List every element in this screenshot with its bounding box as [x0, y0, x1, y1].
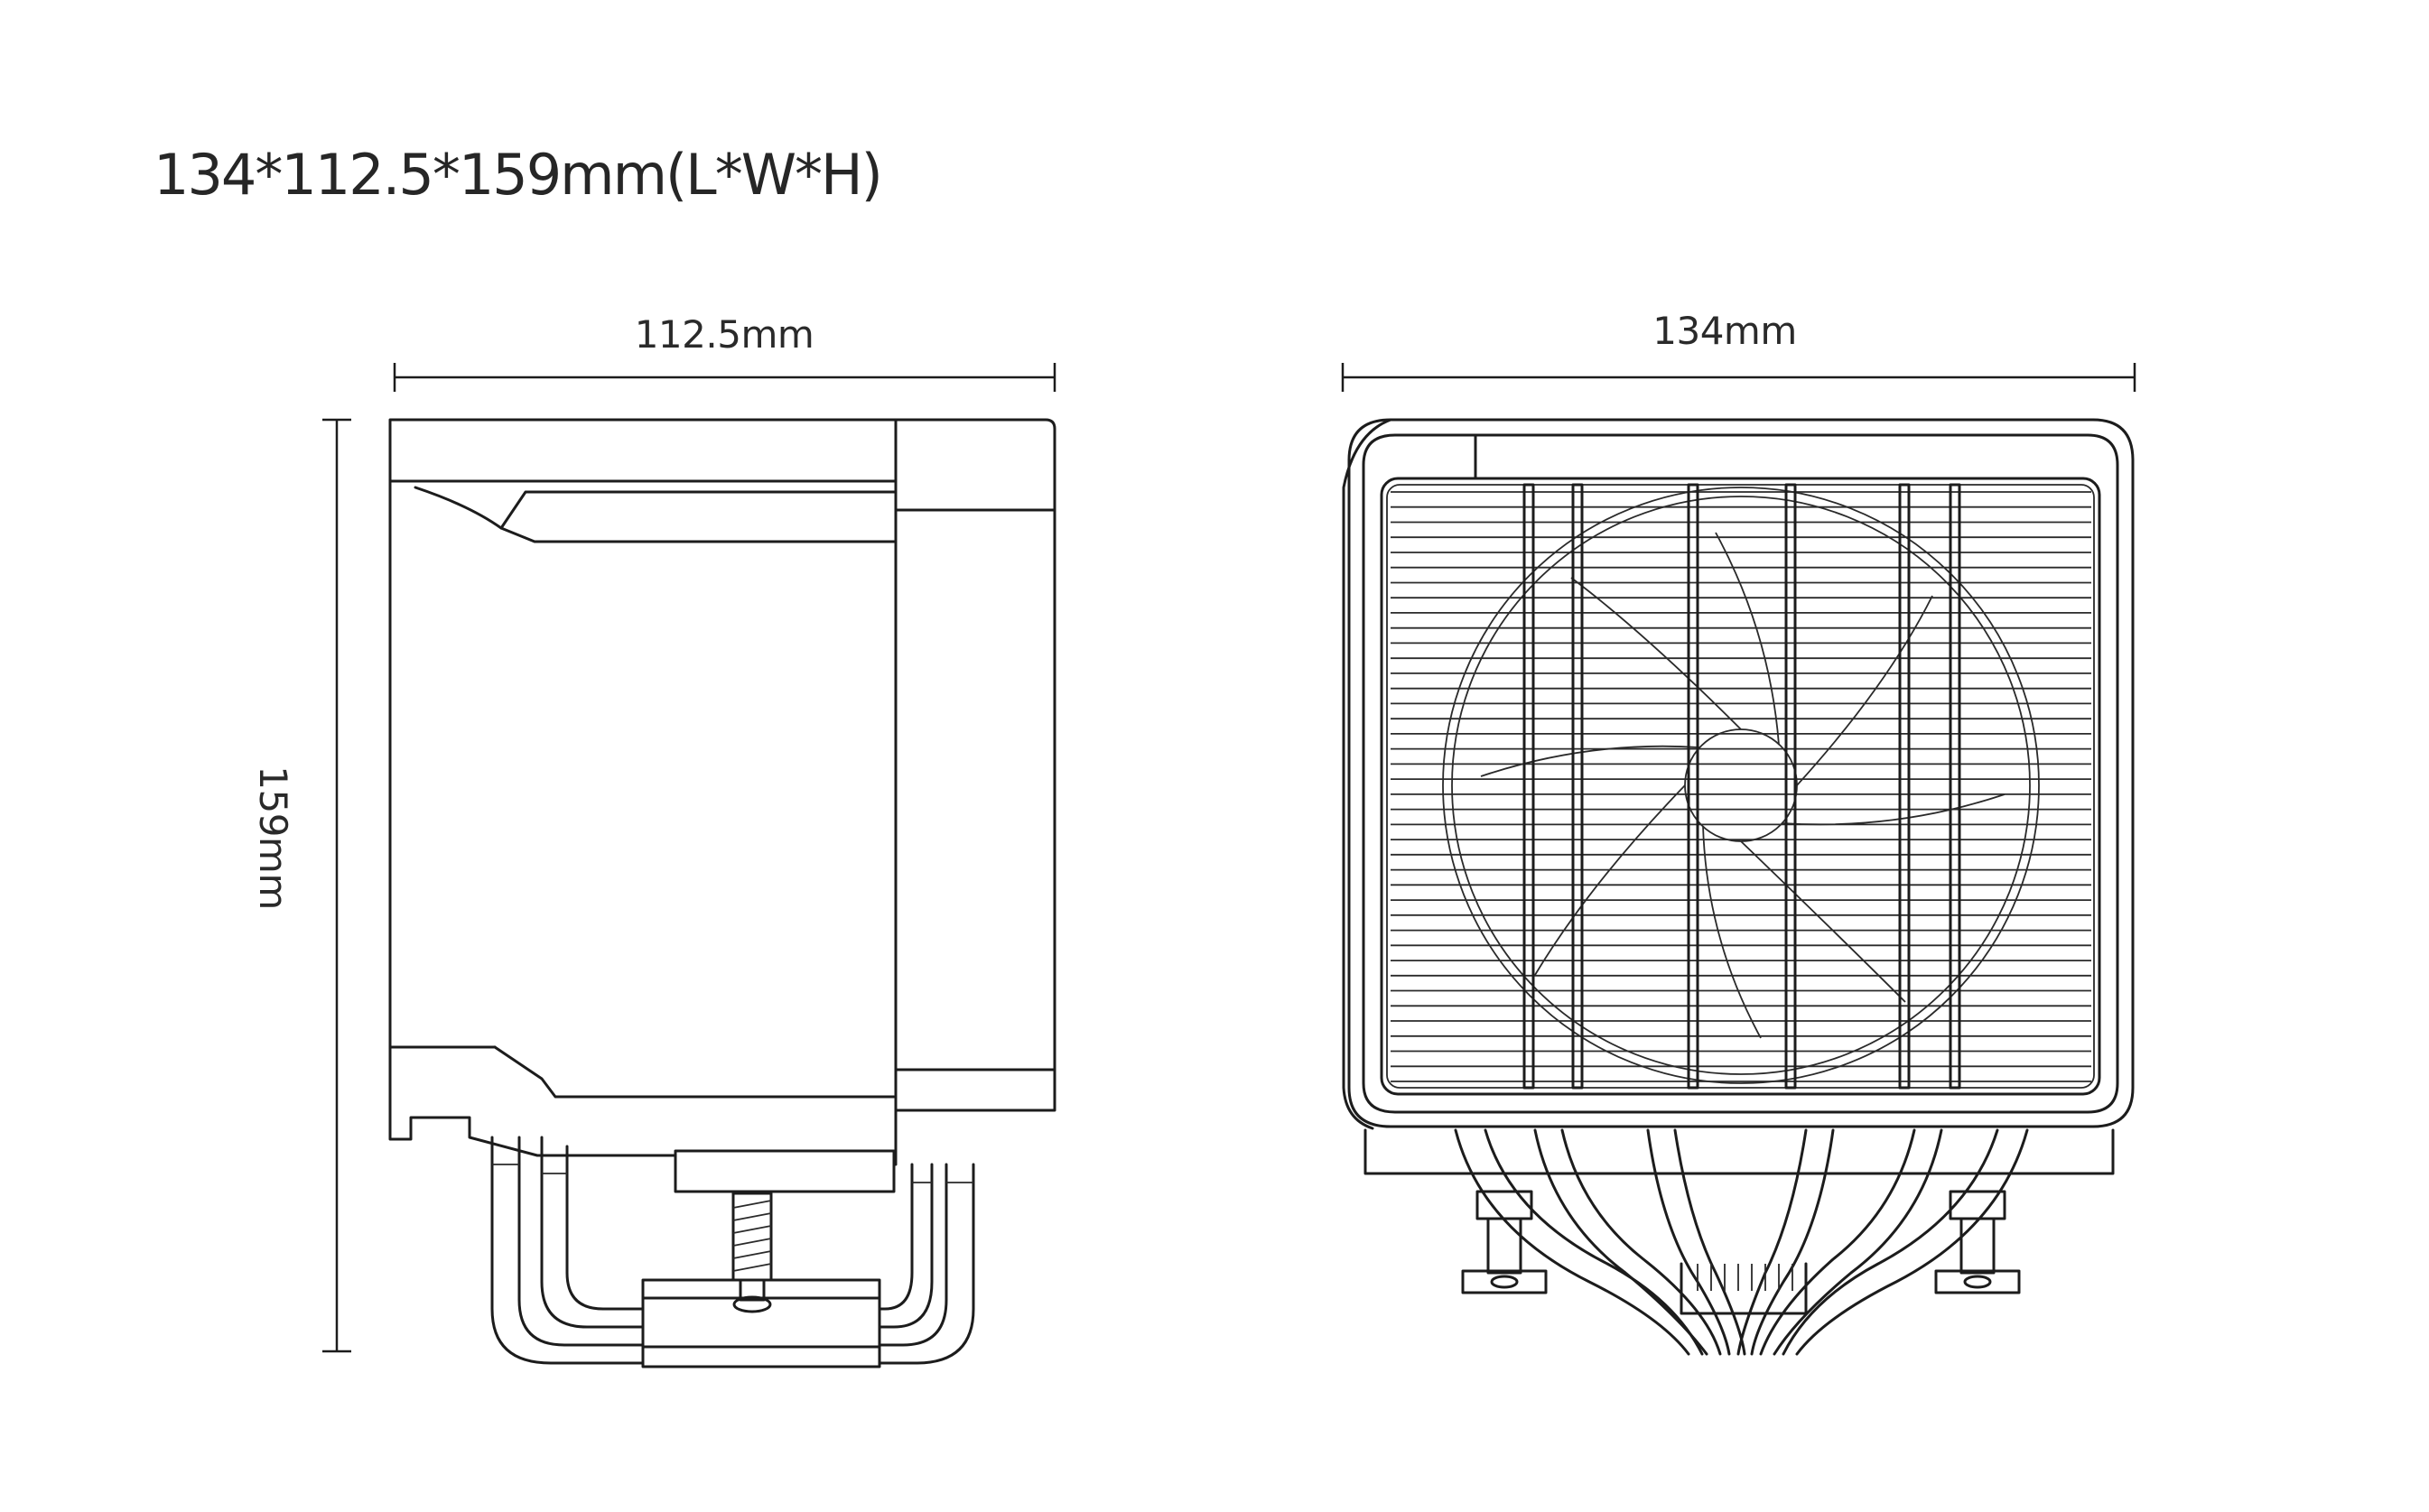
side-view	[388, 418, 1056, 1368]
side-top-chamfer	[414, 486, 898, 543]
front-fan-blades	[1442, 487, 2040, 1084]
side-spring-screw	[731, 1192, 773, 1313]
length-label: 134mm	[1652, 309, 1797, 353]
front-fin-stack	[1380, 477, 2101, 1096]
height-label: 159mm	[251, 765, 295, 910]
width-label: 112.5mm	[635, 312, 814, 357]
front-base-block	[1680, 1262, 1808, 1315]
side-base-block	[641, 1278, 881, 1368]
side-fin-stack	[894, 418, 1056, 1112]
length-dimension: 134mm	[1341, 309, 2136, 392]
side-heatpipe-4	[878, 1163, 934, 1329]
front-left-mount-screw	[1461, 1190, 1548, 1294]
front-heatpipe-columns	[1522, 483, 1961, 1090]
front-mount-plate	[1363, 1128, 2115, 1175]
product-dimensions-title: 134*112.5*159mm(L*W*H)	[154, 142, 881, 208]
height-dimension: 159mm	[251, 418, 351, 1353]
front-fins	[1391, 491, 2091, 1082]
side-heatpipe-3	[878, 1163, 975, 1365]
side-fan-top-frame	[388, 418, 898, 483]
width-dimension: 112.5mm	[393, 312, 1056, 392]
side-heatpipe-1	[490, 1136, 645, 1365]
front-view	[1342, 418, 2135, 1356]
front-heatpipes	[1454, 1128, 2029, 1356]
side-heatpipe-2	[540, 1136, 645, 1329]
side-mount-bracket	[674, 1149, 896, 1193]
front-right-mount-screw	[1934, 1190, 2021, 1294]
front-fan-frame	[1347, 418, 2135, 1128]
side-fan-body	[388, 479, 677, 1157]
